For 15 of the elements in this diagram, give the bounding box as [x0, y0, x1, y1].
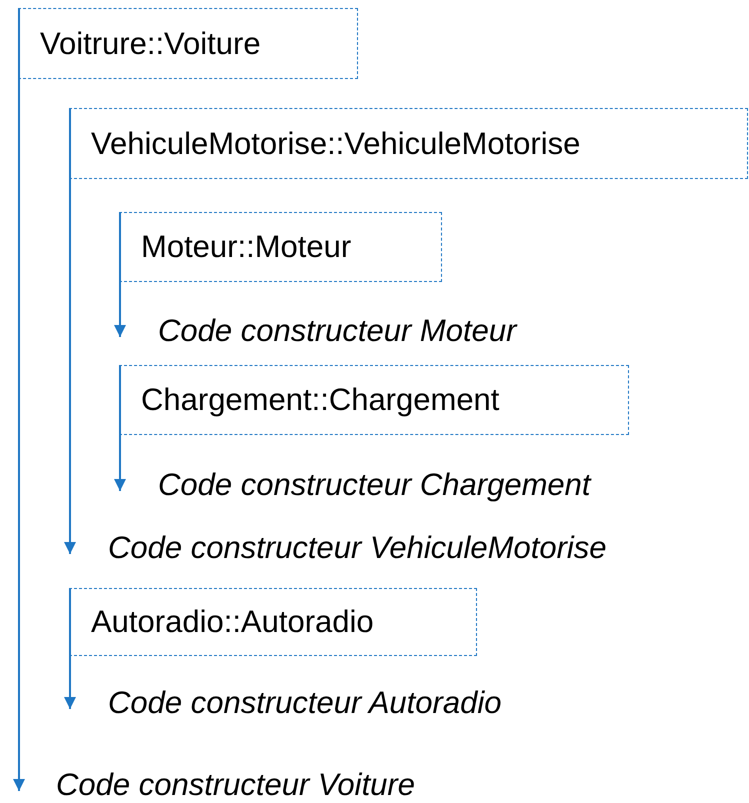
constructor-code-text: Code constructeur Moteur — [112, 313, 516, 349]
constructor-code-text: Code constructeur Voiture — [11, 767, 415, 803]
constructor-code-text: Code constructeur Chargement — [112, 467, 591, 503]
constructor-code-text: Code constructeur Autoradio — [62, 685, 502, 721]
arrow — [64, 179, 76, 554]
arrow — [114, 282, 126, 337]
constructor-box: Moteur::Moteur — [119, 212, 442, 282]
constructor-code-text: Code constructeur VehiculeMotorise — [62, 530, 607, 566]
constructor-box: Voitrure::Voiture — [18, 8, 358, 79]
arrow — [114, 435, 126, 491]
arrow — [13, 79, 25, 791]
constructor-box: Autoradio::Autoradio — [69, 588, 477, 656]
constructor-box: VehiculeMotorise::VehiculeMotorise — [69, 108, 748, 179]
arrow — [64, 656, 76, 709]
constructor-box: Chargement::Chargement — [119, 365, 629, 435]
